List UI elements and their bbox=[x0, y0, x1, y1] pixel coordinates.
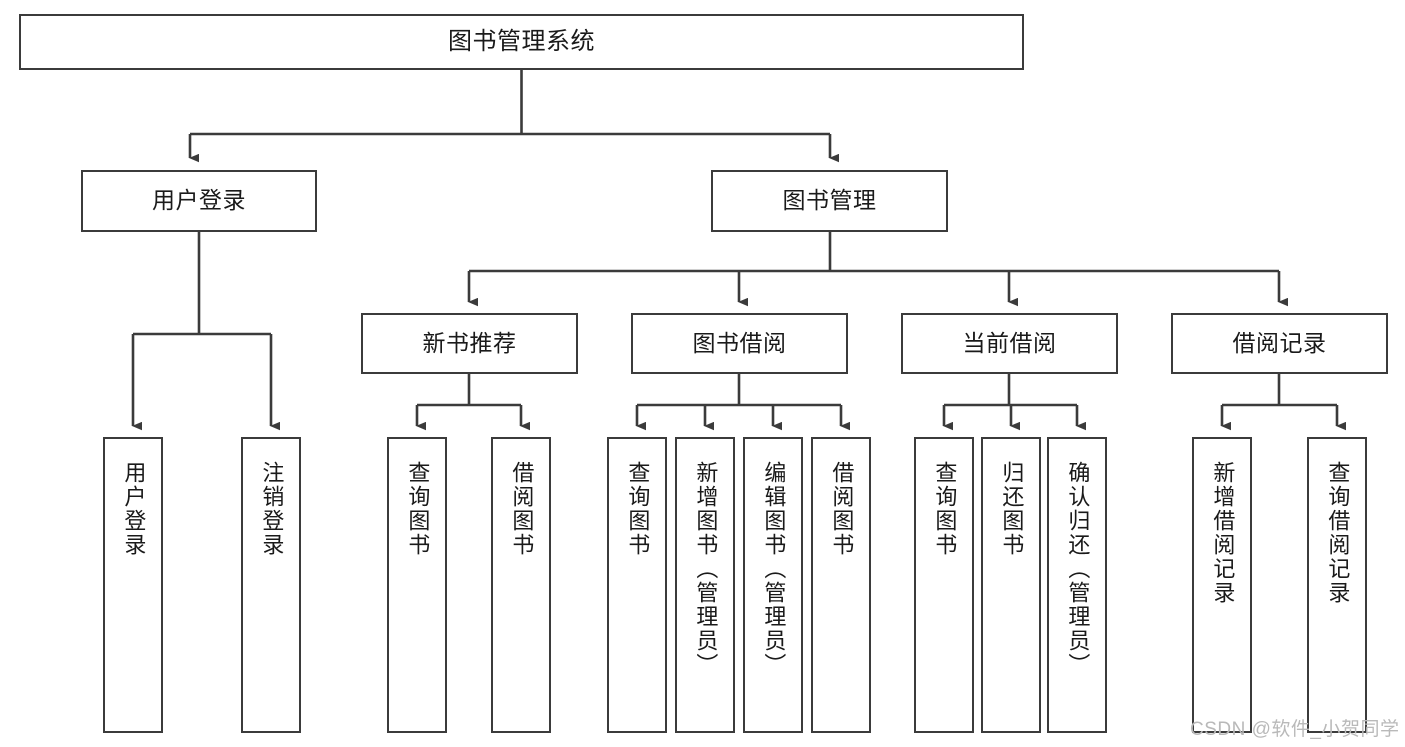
node-leaf-query-book-1-label: 查询图书 bbox=[405, 461, 431, 557]
node-root-label: 图书管理系统 bbox=[448, 27, 595, 55]
node-user-login[interactable]: 用户登录 bbox=[81, 170, 317, 232]
node-leaf-borrow-book-1-label: 借阅图书 bbox=[509, 461, 535, 557]
node-current-borrow-label: 当前借阅 bbox=[962, 329, 1057, 356]
node-leaf-query-book-1[interactable]: 查询图书 bbox=[387, 437, 447, 733]
node-leaf-borrow-book-2-label: 借阅图书 bbox=[829, 461, 855, 557]
node-leaf-query-book-3[interactable]: 查询图书 bbox=[914, 437, 974, 733]
node-leaf-add-record[interactable]: 新增借阅记录 bbox=[1192, 437, 1252, 733]
node-root[interactable]: 图书管理系统 bbox=[19, 14, 1024, 70]
node-leaf-return-book[interactable]: 归还图书 bbox=[981, 437, 1041, 733]
node-leaf-edit-book[interactable]: 编辑图书（管理员） bbox=[743, 437, 803, 733]
node-book-manage[interactable]: 图书管理 bbox=[711, 170, 948, 232]
node-leaf-add-book-label: 新增图书（管理员） bbox=[693, 461, 719, 677]
node-leaf-query-book-3-label: 查询图书 bbox=[932, 461, 958, 557]
node-leaf-confirm-return-label: 确认归还（管理员） bbox=[1065, 461, 1091, 677]
node-leaf-return-book-label: 归还图书 bbox=[999, 461, 1025, 557]
node-leaf-user-login[interactable]: 用户登录 bbox=[103, 437, 163, 733]
node-leaf-borrow-book-1[interactable]: 借阅图书 bbox=[491, 437, 551, 733]
node-leaf-borrow-book-2[interactable]: 借阅图书 bbox=[811, 437, 871, 733]
node-current-borrow[interactable]: 当前借阅 bbox=[901, 313, 1118, 374]
node-book-borrow-label: 图书借阅 bbox=[692, 329, 787, 356]
node-leaf-add-book[interactable]: 新增图书（管理员） bbox=[675, 437, 735, 733]
node-new-book-recommend[interactable]: 新书推荐 bbox=[361, 313, 578, 374]
node-book-manage-label: 图书管理 bbox=[782, 187, 877, 214]
node-leaf-add-record-label: 新增借阅记录 bbox=[1210, 461, 1236, 605]
node-leaf-query-book-2[interactable]: 查询图书 bbox=[607, 437, 667, 733]
node-new-book-recommend-label: 新书推荐 bbox=[422, 329, 517, 356]
watermark-text: CSDN @软件_小贺同学 bbox=[1190, 719, 1400, 740]
node-leaf-query-record-label: 查询借阅记录 bbox=[1325, 461, 1351, 605]
node-leaf-edit-book-label: 编辑图书（管理员） bbox=[761, 461, 787, 677]
node-leaf-user-logout-label: 注销登录 bbox=[259, 461, 285, 557]
node-leaf-query-record[interactable]: 查询借阅记录 bbox=[1307, 437, 1367, 733]
node-user-login-label: 用户登录 bbox=[152, 187, 246, 214]
node-leaf-user-logout[interactable]: 注销登录 bbox=[241, 437, 301, 733]
node-leaf-confirm-return[interactable]: 确认归还（管理员） bbox=[1047, 437, 1107, 733]
node-borrow-record[interactable]: 借阅记录 bbox=[1171, 313, 1388, 374]
node-book-borrow[interactable]: 图书借阅 bbox=[631, 313, 848, 374]
node-leaf-query-book-2-label: 查询图书 bbox=[625, 461, 651, 557]
node-borrow-record-label: 借阅记录 bbox=[1232, 329, 1327, 356]
node-leaf-user-login-label: 用户登录 bbox=[121, 461, 147, 557]
